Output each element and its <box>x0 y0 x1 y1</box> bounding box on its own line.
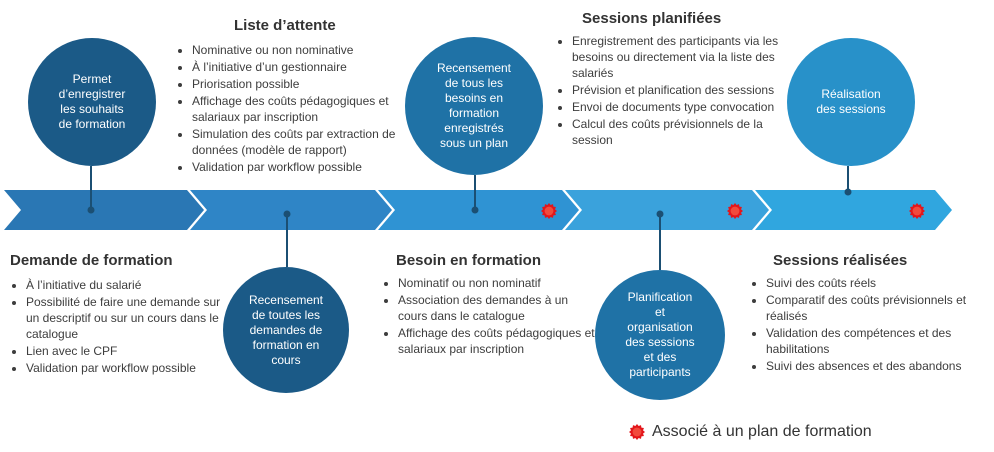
stage-4-bullet: Envoi de documents type convocation <box>572 99 794 115</box>
stage-1-circle-text: Permet d’enregistrer les souhaits de for… <box>58 72 126 131</box>
legend-marker-shape-center <box>632 427 642 437</box>
stage-5-bullet: Comparatif des coûts prévisionnels et ré… <box>766 292 994 324</box>
stage-3-bullet: Association des demandes à un cours dans… <box>398 292 598 324</box>
stage-4-bullet: Enregistrement des participants via les … <box>572 33 794 81</box>
stage-3-circle: Recensement de tous les besoins en forma… <box>405 37 543 175</box>
stage-1-bullet: Lien avec le CPF <box>26 343 231 359</box>
stage-2-circle-text: Recensement de toutes les demandes de fo… <box>248 292 324 367</box>
stage-1-bullet: À l’initiative du salarié <box>26 277 231 293</box>
stage-5-circle-text: Réalisation des sessions <box>816 87 886 116</box>
stage-2-bullets: Nominative ou non nominative À l’initiat… <box>176 42 414 176</box>
plan-marker-icon-center <box>912 206 922 216</box>
connector-dot <box>844 188 852 196</box>
stage-2-heading: Liste d’attente <box>234 17 336 34</box>
stage-4-heading: Sessions planifiées <box>582 10 722 27</box>
stage-5-heading: Sessions réalisées <box>773 252 908 269</box>
legend: Associé à un plan de formation <box>628 423 872 441</box>
connector-dot <box>87 206 95 214</box>
timeline-chevron <box>755 190 952 230</box>
stage-4-circle-text: Planification et organisation des sessio… <box>625 290 695 379</box>
stage-5-circle: Réalisation des sessions <box>787 38 915 166</box>
stage-2-bullet: Nominative ou non nominative <box>192 42 414 58</box>
stage-3-bullet: Nominatif ou non nominatif <box>398 275 598 291</box>
timeline-chevron <box>4 190 204 230</box>
connector-dot <box>471 206 479 214</box>
stage-4-bullet: Prévision et planification des sessions <box>572 82 794 98</box>
stage-1-bullets: À l’initiative du salarié Possibilité de… <box>10 277 231 377</box>
plan-marker-icon-center <box>544 206 554 216</box>
red-seal-marker-icon <box>629 424 645 440</box>
stage-5-bullets: Suivi des coûts réels Comparatif des coû… <box>750 275 994 375</box>
stage-4-bullet: Calcul des coûts prévisionnels de la ses… <box>572 116 794 148</box>
stage-2-bullet: Validation par workflow possible <box>192 159 414 175</box>
stage-1-bullet: Possibilité de faire une demande sur un … <box>26 294 231 342</box>
stage-4-bullets: Enregistrement des participants via les … <box>556 33 794 149</box>
stage-1-heading: Demande de formation <box>10 252 173 269</box>
legend-label: Associé à un plan de formation <box>652 423 872 440</box>
stage-3-circle-text: Recensement de tous les besoins en forma… <box>436 61 512 150</box>
stage-5-bullet: Suivi des coûts réels <box>766 275 994 291</box>
stage-2-bullet: À l’initiative d’un gestionnaire <box>192 59 414 75</box>
stage-2-bullet: Affichage des coûts pédagogiques et sala… <box>192 93 414 125</box>
stage-1-circle: Permet d’enregistrer les souhaits de for… <box>28 38 156 166</box>
stage-3-bullets: Nominatif ou non nominatif Association d… <box>382 275 598 358</box>
connector-dot <box>283 210 291 218</box>
connector-dot <box>656 210 664 218</box>
stage-5-bullet: Validation des compétences et des habili… <box>766 325 994 357</box>
stage-1-bullet: Validation par workflow possible <box>26 360 231 376</box>
stage-2-circle: Recensement de toutes les demandes de fo… <box>223 267 349 393</box>
stage-5-bullet: Suivi des absences et des abandons <box>766 358 994 374</box>
timeline-chevron <box>190 190 392 230</box>
stage-2-bullet: Priorisation possible <box>192 76 414 92</box>
plan-marker-icon-center <box>730 206 740 216</box>
stage-3-bullet: Affichage des coûts pédagogiques et sala… <box>398 325 598 357</box>
stage-2-bullet: Simulation des coûts par extraction de d… <box>192 126 414 158</box>
timeline-chevron <box>565 190 769 230</box>
stage-4-circle: Planification et organisation des sessio… <box>595 270 725 400</box>
stage-3-heading: Besoin en formation <box>396 252 542 269</box>
